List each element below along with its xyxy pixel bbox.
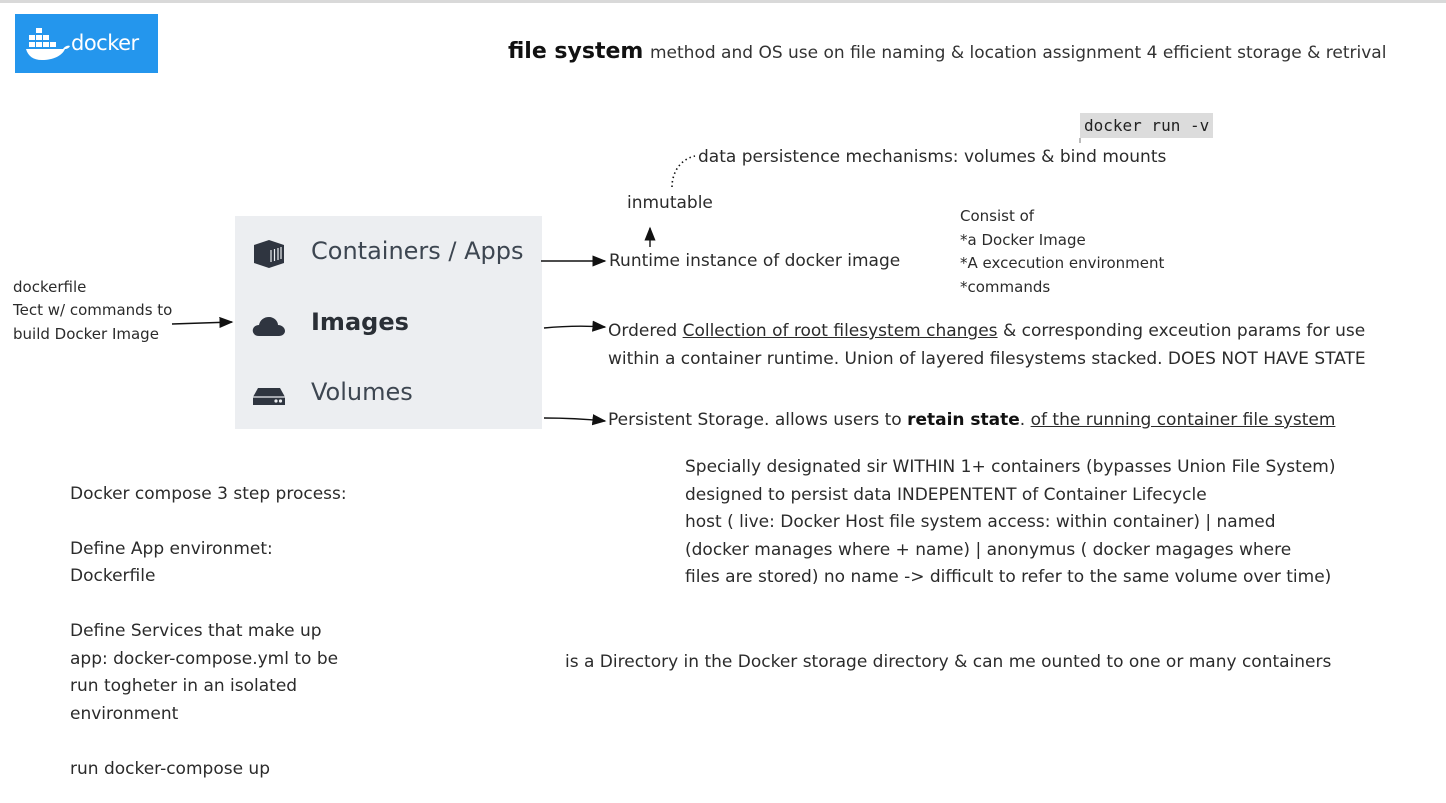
volumes-detail-line: host ( live: Docker Host file system acc… bbox=[685, 512, 1276, 532]
dockerfile-label: dockerfile bbox=[13, 278, 87, 296]
images-underlined: Collection of root filesystem changes bbox=[682, 321, 998, 341]
directory-note: is a Directory in the Docker storage dir… bbox=[565, 652, 1332, 672]
page-title: file system bbox=[508, 39, 644, 64]
volumes-underlined: of the running container file system bbox=[1030, 410, 1336, 430]
drive-icon bbox=[251, 380, 287, 414]
volumes-description: Persistent Storage. allows users to reta… bbox=[608, 410, 1336, 430]
images-description: Ordered Collection of root filesystem ch… bbox=[608, 321, 1366, 341]
containers-description: Runtime instance of docker image bbox=[609, 251, 901, 271]
consist-item: *a Docker Image bbox=[960, 231, 1086, 249]
docker-menu-panel: Containers / Apps Images Volumes bbox=[235, 216, 542, 429]
compose-step: app: docker-compose.yml to be bbox=[70, 649, 339, 669]
code-snippet: docker run -v bbox=[1080, 113, 1214, 138]
menu-item-images[interactable]: Images bbox=[235, 303, 542, 343]
compose-step: run togheter in an isolated bbox=[70, 676, 298, 696]
volumes-detail-line: Specially designated sir WITHIN 1+ conta… bbox=[685, 457, 1336, 477]
volumes-detail-line: designed to persist data INDEPENTENT of … bbox=[685, 485, 1207, 505]
retain-state-emphasis: retain state bbox=[907, 410, 1020, 430]
persistence-note: data persistence mechanisms: volumes & b… bbox=[698, 147, 1167, 167]
whale-icon bbox=[26, 28, 70, 60]
container-icon bbox=[251, 239, 287, 273]
dockerfile-desc: build Docker Image bbox=[13, 325, 159, 343]
menu-item-volumes[interactable]: Volumes bbox=[235, 373, 542, 413]
top-border bbox=[0, 0, 1446, 3]
volumes-detail-line: files are stored) no name -> difficult t… bbox=[685, 567, 1332, 587]
consist-item: *commands bbox=[960, 278, 1051, 296]
compose-step: run docker-compose up bbox=[70, 759, 270, 779]
menu-item-label: Containers / Apps bbox=[311, 237, 524, 265]
compose-step: Define Services that make up bbox=[70, 621, 322, 641]
compose-step: Dockerfile bbox=[70, 566, 156, 586]
compose-step: Define App environmet: bbox=[70, 539, 273, 559]
images-description-line2: within a container runtime. Union of lay… bbox=[608, 349, 1366, 369]
volumes-arrow bbox=[543, 414, 607, 426]
consist-heading: Consist of bbox=[960, 207, 1035, 225]
inmutable-label: inmutable bbox=[627, 193, 713, 213]
volumes-detail-line: (docker manages where + name) | anonymus… bbox=[685, 540, 1292, 560]
persistence-dotted-connector bbox=[671, 155, 696, 188]
docker-logo: docker bbox=[15, 14, 158, 73]
compose-heading: Docker compose 3 step process: bbox=[70, 484, 347, 504]
consist-item: *A excecution environment bbox=[960, 254, 1165, 272]
menu-item-label: Volumes bbox=[311, 378, 413, 406]
dockerfile-desc: Tect w/ commands to bbox=[13, 301, 173, 319]
menu-item-containers[interactable]: Containers / Apps bbox=[235, 232, 542, 272]
page-subtitle: method and OS use on file naming & locat… bbox=[650, 43, 1387, 63]
menu-item-label: Images bbox=[311, 308, 409, 336]
logo-text: docker bbox=[71, 31, 139, 55]
dockerfile-arrow bbox=[171, 316, 234, 329]
cloud-icon bbox=[251, 310, 287, 344]
images-arrow bbox=[543, 320, 607, 332]
compose-step: environment bbox=[70, 704, 179, 724]
